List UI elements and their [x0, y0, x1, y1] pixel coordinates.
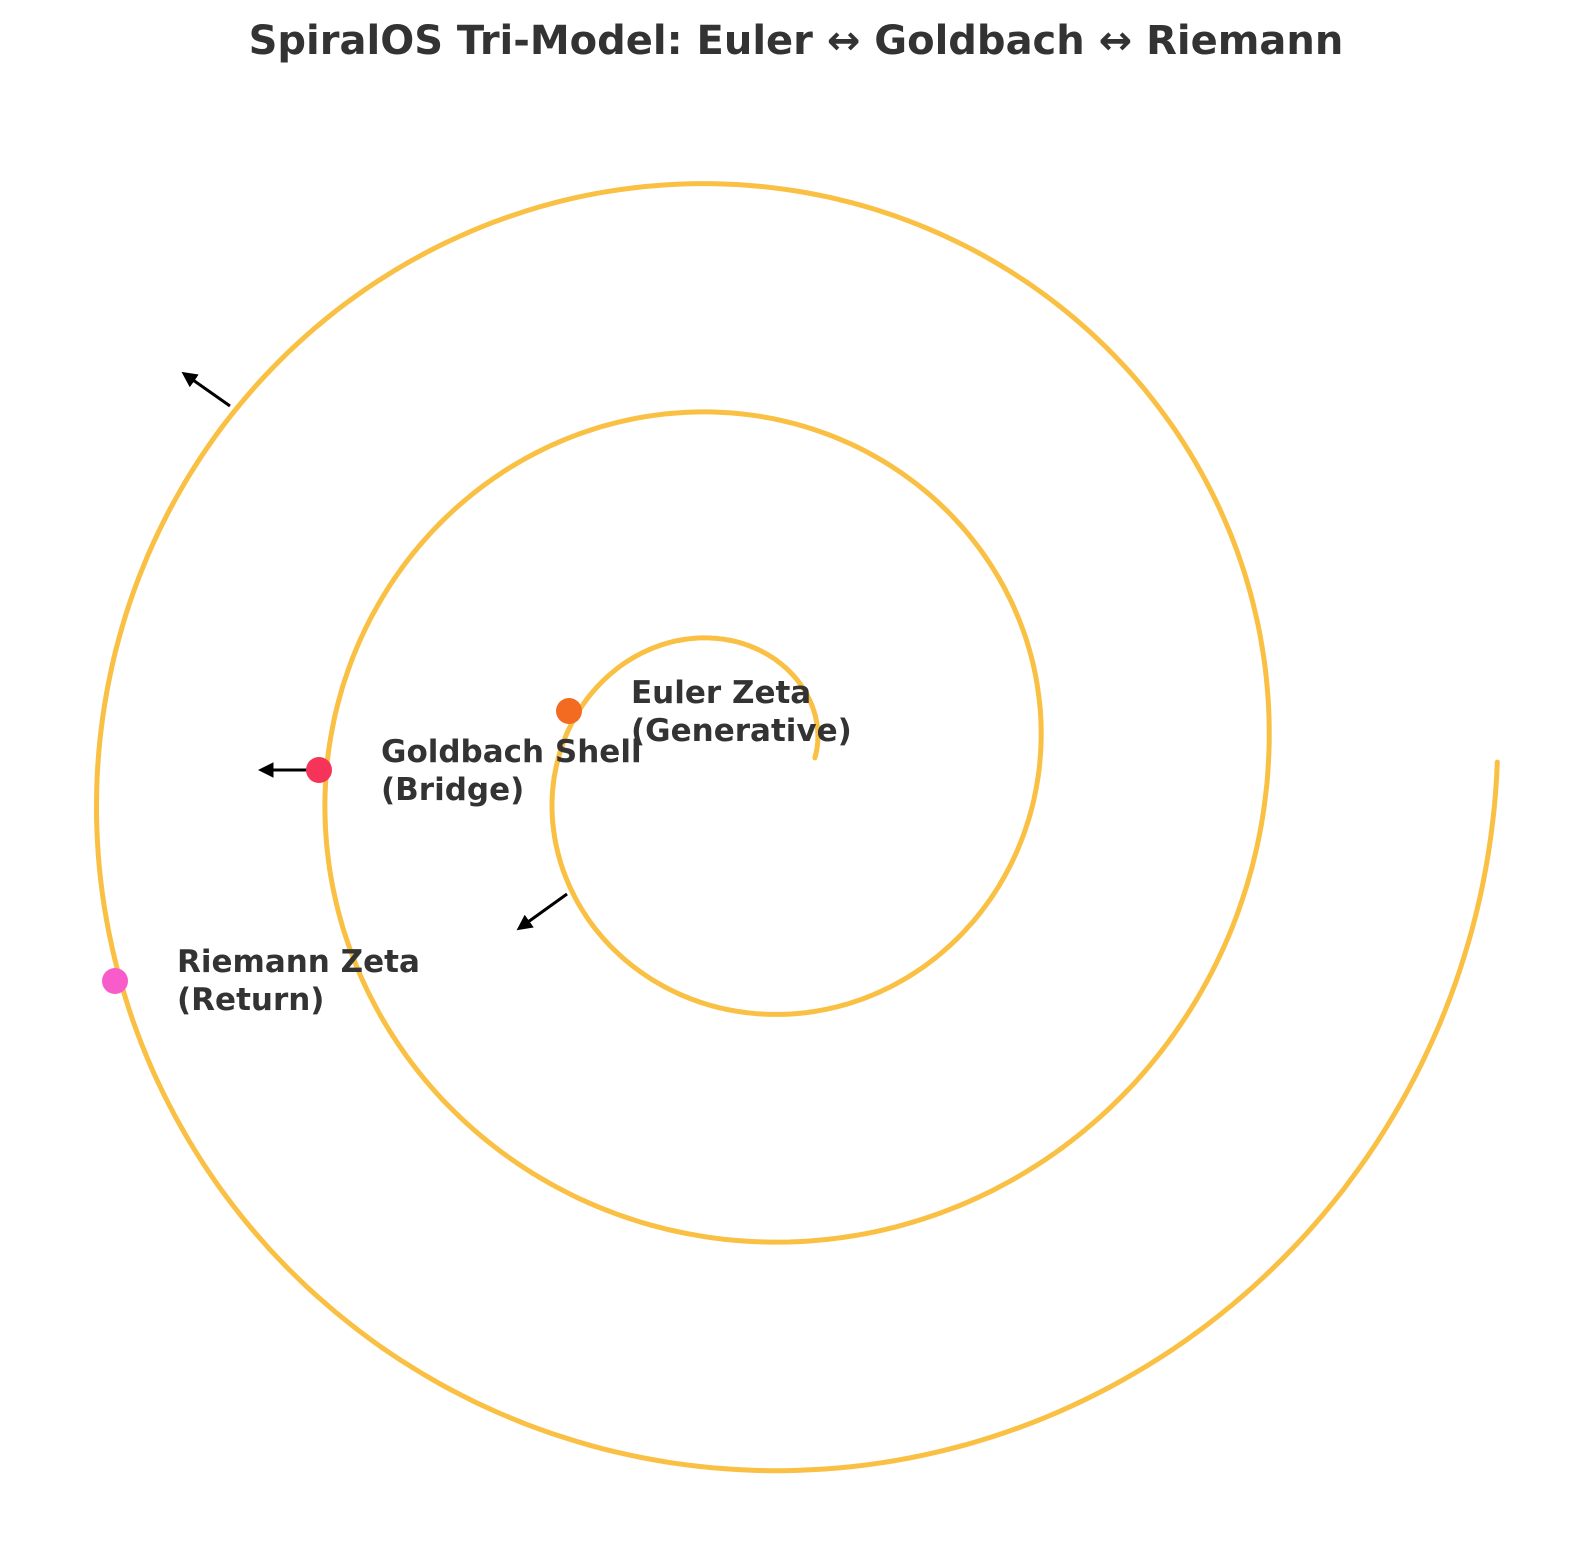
riemann-zeta-sublabel: (Return): [177, 982, 324, 1018]
riemann-zeta-marker: [102, 968, 128, 994]
euler-zeta-marker: [556, 698, 582, 724]
goldbach-shell-marker: [306, 757, 332, 783]
direction-arrow-outer: [181, 371, 231, 408]
direction-arrow-inner: [516, 892, 568, 931]
spiral-curve: [94, 181, 1500, 1474]
node-euler: Euler Zeta (Generative): [556, 675, 852, 749]
goldbach-shell-label: Goldbach Shell: [381, 734, 642, 770]
node-riemann: Riemann Zeta (Return): [102, 944, 420, 1018]
direction-arrows: [181, 371, 568, 931]
riemann-zeta-label: Riemann Zeta: [177, 944, 420, 980]
euler-zeta-label: Euler Zeta: [631, 675, 811, 711]
diagram-title: SpiralOS Tri-Model: Euler ↔ Goldbach ↔ R…: [249, 18, 1344, 64]
goldbach-shell-sublabel: (Bridge): [381, 772, 524, 808]
euler-zeta-sublabel: (Generative): [631, 713, 852, 749]
node-goldbach: Goldbach Shell (Bridge): [306, 734, 642, 808]
